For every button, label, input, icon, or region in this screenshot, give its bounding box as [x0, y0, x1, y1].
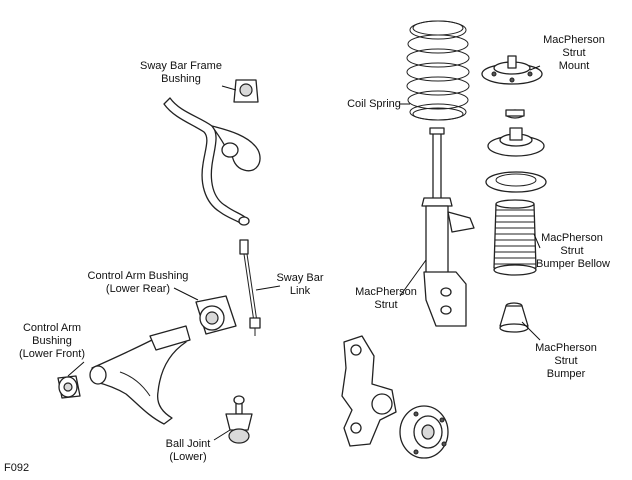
label-line: Bushing — [161, 73, 201, 85]
label-line: Control Arm Bushing — [87, 270, 189, 282]
macpherson-strut-illustration — [421, 127, 475, 327]
label-control-arm-bushing-lower-front: Control Arm Bushing (Lower Front) — [14, 322, 90, 361]
label-sway-bar-frame-bushing: Sway Bar Frame Bushing — [132, 60, 230, 86]
strut-bearing-illustration — [505, 109, 525, 119]
label-strut-bumper: MacPherson Strut Bumper — [530, 342, 602, 381]
label-line: Coil Spring — [347, 98, 401, 110]
label-line: (Lower) — [169, 451, 207, 463]
label-line: Bushing — [32, 335, 72, 347]
label-line: MacPherson — [535, 342, 597, 354]
label-line: Strut — [554, 355, 578, 367]
label-line: Bumper — [546, 368, 586, 380]
spring-isolator-illustration — [485, 171, 547, 193]
strut-mount-illustration — [481, 55, 543, 85]
control-arm-bushing-rear-illustration — [195, 295, 237, 335]
label-line: (Lower Front) — [18, 348, 86, 360]
label-ball-joint-lower: Ball Joint (Lower) — [156, 438, 220, 464]
figure-code: F092 — [4, 462, 30, 474]
label-control-arm-bushing-lower-rear: Control Arm Bushing (Lower Rear) — [84, 270, 192, 296]
label-macpherson-strut: MacPherson Strut — [352, 286, 420, 312]
label-coil-spring: Coil Spring — [344, 98, 404, 111]
label-line: MacPherson — [543, 34, 605, 46]
strut-upper-seat-illustration — [487, 127, 545, 157]
leader-lines — [67, 65, 541, 441]
label-strut-bumper-bellow: MacPherson Strut Bumper Bellow — [536, 232, 610, 271]
lower-control-arm-illustration — [89, 325, 191, 425]
label-line: Link — [289, 285, 311, 297]
label-line: Bumper Bellow — [536, 258, 610, 270]
label-line: MacPherson — [541, 232, 603, 244]
label-line: MacPherson — [355, 286, 417, 298]
coil-spring-illustration — [406, 20, 470, 121]
wheel-hub-illustration — [399, 405, 449, 459]
steering-knuckle-illustration — [341, 335, 397, 447]
control-arm-bushing-front-illustration — [57, 375, 81, 399]
label-line: Strut — [562, 47, 586, 59]
label-line: Mount — [558, 60, 590, 72]
label-line: Ball Joint — [165, 438, 211, 450]
label-sway-bar-link: Sway Bar Link — [272, 272, 328, 298]
sway-bar-link-illustration — [239, 239, 261, 336]
label-line: Control Arm — [22, 322, 82, 334]
label-line: (Lower Rear) — [105, 283, 171, 295]
label-line: Strut — [560, 245, 584, 257]
strut-bumper-bellow-illustration — [493, 199, 537, 276]
label-strut-mount: MacPherson Strut Mount — [538, 34, 610, 73]
strut-bumper-illustration — [499, 302, 529, 333]
label-line: Strut — [374, 299, 398, 311]
sway-bar-illustration — [163, 97, 261, 226]
label-line: Sway Bar Frame — [140, 60, 222, 72]
label-line: Sway Bar — [276, 272, 324, 284]
sway-bar-frame-bushing-illustration — [233, 79, 259, 103]
ball-joint-illustration — [225, 395, 253, 444]
